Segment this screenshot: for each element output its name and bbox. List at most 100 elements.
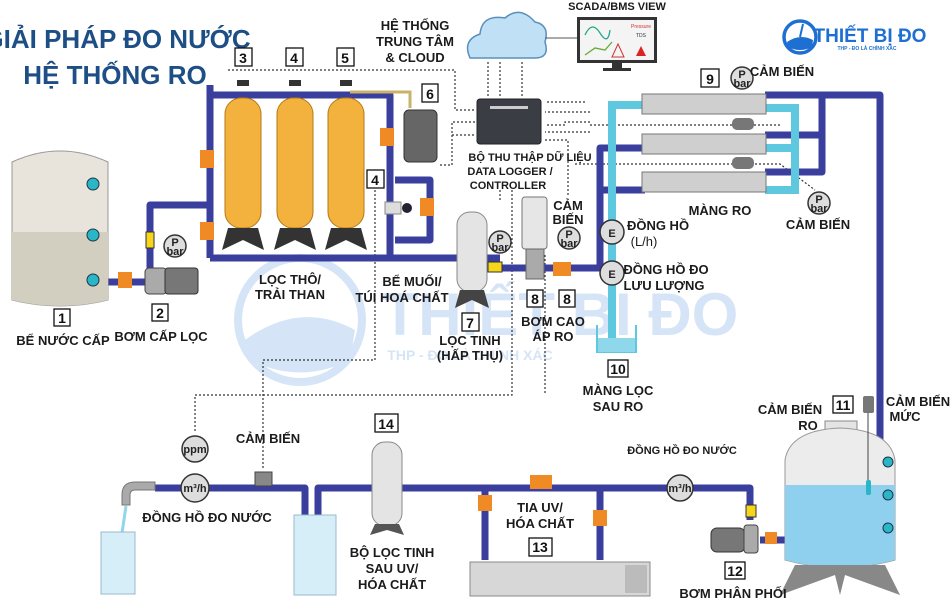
water-meter: m³/h <box>666 474 694 502</box>
svg-text:THP - ĐO LÀ CHÍNH XÁC: THP - ĐO LÀ CHÍNH XÁC <box>387 347 552 363</box>
feed-pump-icon <box>144 267 199 295</box>
tag-number: 2 <box>156 305 164 321</box>
label-flow-meter: LƯU LƯỢNG <box>623 278 704 293</box>
permeate-cup-icon <box>598 338 635 352</box>
label-coarse-filter: LỌC THÔ/ <box>259 272 321 287</box>
svg-text:E: E <box>608 228 615 240</box>
tag-box <box>151 303 169 322</box>
svg-text:P: P <box>815 194 822 206</box>
label-ro-sensor: CẢM BIẾN <box>758 402 822 417</box>
signal-lines <box>194 62 816 470</box>
label-uv: TIA UV/ <box>517 500 563 515</box>
water-glass-icon <box>100 531 136 595</box>
tag-box <box>336 47 355 67</box>
svg-text:E: E <box>608 269 615 281</box>
svg-text:P: P <box>496 233 503 245</box>
svg-text:bar: bar <box>810 203 828 215</box>
label-distribution-pump: BƠM PHÂN PHỐI <box>679 586 786 600</box>
tag-box <box>421 83 439 103</box>
brand-logo: THIẾT BỊ ĐO THP - ĐO LÀ CHÍNH XÁC <box>782 19 927 55</box>
tag-box <box>53 308 71 327</box>
tag-number: 12 <box>727 563 743 579</box>
tag-box <box>366 169 385 189</box>
label-post-fine-filter: BỘ LỌC TINH <box>350 545 435 560</box>
label-level-sensor: CẢM BIẾN <box>886 394 950 409</box>
distribution-pump-icon <box>710 504 777 554</box>
tag-number: 4 <box>290 50 298 66</box>
label-hp-pump: ÁP RO <box>533 329 574 344</box>
label-logger: CONTROLLER <box>470 180 546 192</box>
flow-meter-e: E <box>599 219 625 245</box>
ro-storage-tank <box>780 412 900 595</box>
label-ro-membrane: MÀNG RO <box>689 203 752 218</box>
svg-text:bar: bar <box>166 246 184 258</box>
label-sensor: CẢM BIẾN <box>236 431 300 446</box>
svg-text:THIẾT BỊ ĐO: THIẾT BỊ ĐO <box>814 25 927 47</box>
label-meter-unit: (L/h) <box>631 234 658 249</box>
tag-box <box>285 47 304 67</box>
high-pressure-pump-icon <box>521 196 548 280</box>
svg-text:bar: bar <box>560 238 578 250</box>
tag-number: 6 <box>426 86 434 102</box>
label-post-filter: MÀNG LỌC <box>583 383 654 398</box>
tag-box <box>832 395 854 414</box>
tag-number: 7 <box>466 315 474 331</box>
label-feed-pump: BƠM CẤP LỌC <box>114 329 208 344</box>
tag-number: 9 <box>706 71 714 87</box>
label-cloud: TRUNG TÂM <box>376 34 454 49</box>
flow-sensor-icon <box>145 231 155 249</box>
tag-number: 11 <box>836 397 851 413</box>
label-flow-meter: ĐỒNG HỒ ĐO <box>623 262 708 277</box>
tag-number: 10 <box>610 361 626 377</box>
label-logger: DATA LOGGER / <box>467 166 552 178</box>
tag-box <box>528 537 553 557</box>
svg-text:m³/h: m³/h <box>183 483 207 495</box>
cloud-icon <box>466 11 547 59</box>
post-fine-filter-icon <box>370 441 404 535</box>
tag-number: 14 <box>378 416 394 432</box>
label-water-meter: ĐỒNG HỒ ĐO NƯỚC <box>627 444 737 457</box>
label-sensor: CẢM BIẾN <box>750 64 814 79</box>
water-meter: m³/h <box>180 473 210 503</box>
sensor-icon <box>254 471 273 487</box>
uv-sterilizer-icon <box>469 475 651 597</box>
tag-number: 4 <box>371 172 379 188</box>
tag-box <box>700 68 720 88</box>
valve-icon <box>118 272 132 288</box>
fine-filter-icon <box>455 211 489 308</box>
svg-text:P: P <box>171 237 178 249</box>
svg-text:TDS: TDS <box>636 33 647 39</box>
label-ro-sensor: RO <box>798 418 818 433</box>
svg-text:P: P <box>565 229 572 241</box>
title-line-1: GIẢI PHÁP ĐO NƯỚC <box>0 24 251 54</box>
label-brine: BỂ MUỐI/ <box>382 274 442 289</box>
label-sensor: CẢM <box>553 198 583 213</box>
label-sensor: CẢM BIẾN <box>786 217 850 232</box>
scada-monitor-icon: Pressure TDS <box>577 17 657 71</box>
tag-box <box>607 359 629 378</box>
label-post-filter: SAU RO <box>593 399 644 414</box>
tag-number: 13 <box>532 539 548 555</box>
tag-box <box>234 47 253 67</box>
svg-text:THP - ĐO LÀ CHÍNH XÁC: THP - ĐO LÀ CHÍNH XÁC <box>837 44 896 52</box>
label-brine: TÚI HOÁ CHẤT <box>355 290 448 305</box>
tds-gauge: ppm <box>181 435 209 463</box>
svg-text:m³/h: m³/h <box>668 483 692 495</box>
label-post-fine-filter: HÓA CHẤT <box>358 577 426 592</box>
svg-text:Pressure: Pressure <box>631 24 651 30</box>
coarse-filter-tanks <box>200 80 434 250</box>
level-sensor-icon <box>863 396 874 413</box>
svg-text:P: P <box>738 69 745 81</box>
label-fine-filter: LỌC TINH <box>439 333 500 348</box>
tag-box <box>374 413 399 433</box>
label-post-fine-filter: SAU UV/ <box>366 561 419 576</box>
tag-number: 5 <box>341 50 349 66</box>
tag-number: 8 <box>563 291 571 307</box>
tag-number: 1 <box>58 310 66 326</box>
tag-number: 3 <box>239 50 247 66</box>
